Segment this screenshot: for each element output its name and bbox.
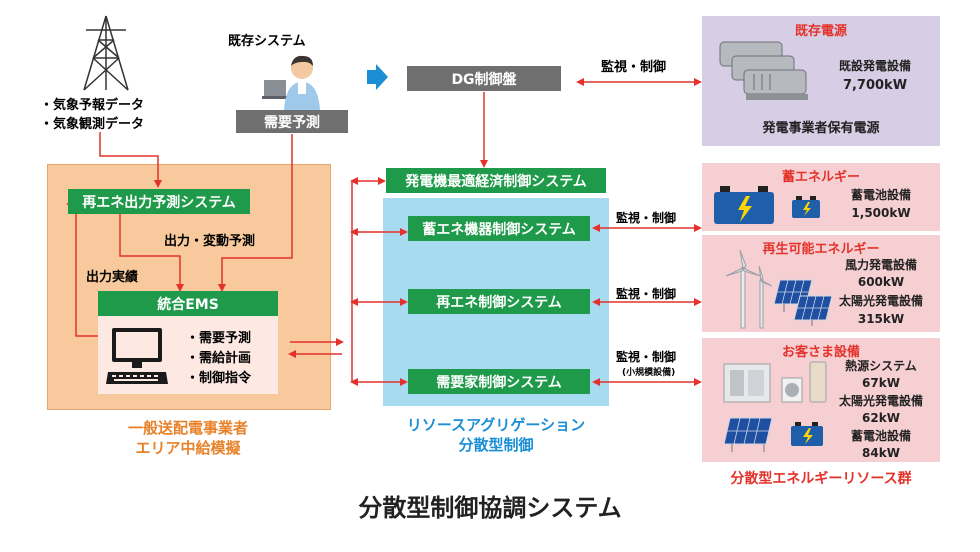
generator-icon	[719, 41, 808, 100]
customer-battery-icon	[791, 422, 823, 446]
existing-power-title: 既存電源	[794, 24, 847, 39]
customer-solar-icon	[723, 417, 773, 452]
tso-caption-line1: 一般送配電事業者	[127, 419, 248, 437]
existing-power-spec-name: 既設発電設備	[838, 59, 911, 73]
wind-spec-value: 600kW	[857, 275, 905, 289]
operator-icon	[262, 55, 320, 110]
existing-system-label: 既存システム	[228, 34, 306, 49]
heat-spec-value: 67kW	[862, 376, 900, 390]
transmission-tower-icon	[83, 15, 129, 91]
wind-turbine-icon	[725, 250, 772, 329]
storage-control-system: 蓄エネ機器制御システム	[408, 216, 590, 241]
aggregation-caption-line1: リソースアグリゲーション	[406, 416, 586, 434]
computer-icon	[106, 328, 168, 384]
ems-item-command: ・制御指令	[186, 371, 252, 386]
ems-item-plan: ・需給計画	[186, 351, 252, 366]
generator-optimal-control-system: 発電機最適経済制御システム	[386, 168, 606, 193]
existing-power-spec-value: 7,700kW	[842, 78, 908, 93]
customer-solar-spec-name: 太陽光発電設備	[838, 394, 923, 408]
weather-forecast-label: ・気象予報データ	[40, 98, 145, 113]
storage-spec-name: 蓄電池設備	[850, 188, 911, 202]
blue-arrow-icon	[367, 64, 388, 90]
customer-solar-spec-value: 62kW	[862, 411, 900, 425]
consumer-control-system: 需要家制御システム	[408, 369, 590, 394]
battery-icon	[714, 186, 820, 224]
ems-item-demand: ・需要予測	[186, 331, 252, 346]
customer-battery-spec-value: 84kW	[862, 446, 900, 460]
existing-power-footer: 発電事業者保有電源	[762, 121, 880, 136]
storage-spec-value: 1,500kW	[851, 206, 911, 220]
customer-battery-spec-name: 蓄電池設備	[850, 429, 911, 443]
integrated-ems-header: 統合EMS	[98, 291, 278, 316]
demand-forecast-box: 需要予測	[236, 110, 348, 133]
existing-power-panel	[702, 16, 940, 146]
weather-observation-label: ・気象観測データ	[40, 117, 145, 132]
output-forecast-label: 出力・変動予測	[164, 234, 256, 249]
der-caption: 分散型エネルギーリソース群	[730, 471, 912, 487]
wind-spec-name: 風力発電設備	[844, 258, 917, 272]
solar-spec-value: 315kW	[857, 312, 905, 326]
renewable-title: 再生可能エネルギー	[762, 242, 880, 257]
aggregation-caption-line2: 分散型制御	[458, 436, 534, 454]
monitor-label-top: 監視・制御	[601, 60, 667, 75]
tso-caption-line2: エリア中給模擬	[135, 439, 241, 457]
customer-title: お客さま設備	[781, 345, 860, 360]
output-actual-label: 出力実績	[86, 270, 139, 285]
monitor-label-renewable: 監視・制御	[616, 287, 677, 301]
monitor-small-scale-label: (小規模設備)	[622, 368, 676, 378]
heat-spec-name: 熱源システム	[845, 359, 917, 373]
main-title: 分散型制御協調システム	[358, 494, 622, 522]
monitor-label-storage: 監視・制御	[616, 211, 677, 225]
dg-control-panel: DG制御盤	[407, 66, 561, 91]
renewable-control-system: 再エネ制御システム	[408, 289, 590, 314]
heat-source-icon	[723, 361, 827, 403]
monitor-label-customer: 監視・制御	[616, 350, 677, 364]
solar-spec-name: 太陽光発電設備	[838, 294, 923, 308]
solar-panel-icon	[773, 279, 833, 326]
renewable-forecast-system: 再エネ出力予測システム	[68, 189, 250, 214]
storage-title: 蓄エネルギー	[781, 170, 860, 185]
